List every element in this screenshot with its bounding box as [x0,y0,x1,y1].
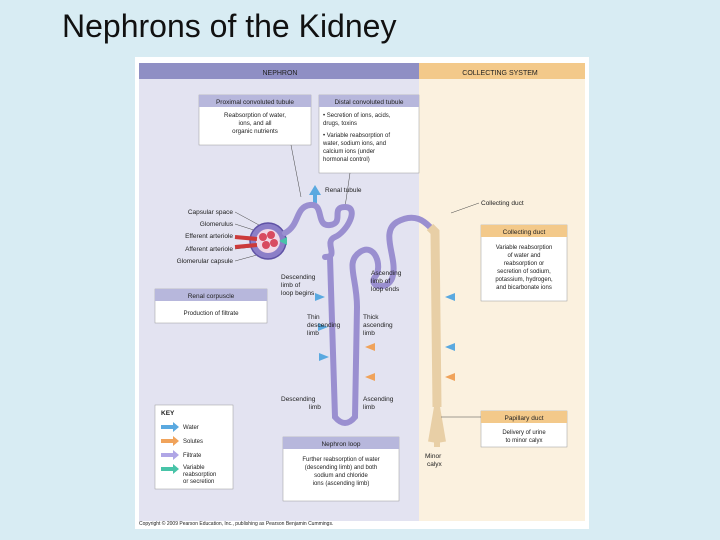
key-solutes: Solutes [183,439,203,445]
pct-line-3: organic nutrients [232,128,278,135]
collecting-duct [426,223,442,408]
dct-line-6: hormonal control) [323,157,370,163]
loop-line-2: (descending limb) and both [305,465,377,471]
pct-line-2: ions, and all [238,120,271,127]
dct-title: Distal convoluted tubule [334,99,403,106]
key-filtrate: Filtrate [183,453,202,459]
nephron-header-text: NEPHRON [262,70,297,77]
renal-corpuscle-box: Renal corpuscle Production of filtrate [154,288,268,324]
label-glomerular-capsule: Glomerular capsule [177,258,234,265]
nephron-diagram: NEPHRON COLLECTING SYSTEM Proximal convo… [139,63,585,527]
key-title: KEY [161,410,175,417]
label-efferent-arteriole: Efferent arteriole [185,233,233,240]
key-filtrate-icon [161,450,179,460]
papillary-title: Papillary duct [504,415,543,422]
label-capsular-space: Capsular space [188,209,234,216]
label-thin-1: Thin [307,314,320,321]
key-water: Water [183,425,199,431]
dct-line-4: water, sodium ions, and [322,141,386,147]
label-minor-calyx-2: calyx [427,461,443,468]
renal-corpuscle-title: Renal corpuscle [188,293,235,300]
cd-line-1: Variable reabsorption [496,245,553,251]
label-ascending-ends-1: Ascending [371,270,402,277]
label-afferent-arteriole: Afferent arteriole [185,246,233,253]
loop-title: Nephron loop [321,441,360,448]
label-asc-bottom-2: limb [363,404,375,411]
label-asc-bottom-1: Ascending [363,396,394,403]
key-solutes-icon [161,436,179,446]
label-thick-2: ascending [363,322,393,329]
proximal-tubule [282,202,355,260]
label-desc-bottom-2: limb [309,404,321,411]
cd-line-5: potassium, hydrogen, [495,277,553,283]
slide-title: Nephrons of the Kidney [62,8,397,44]
dct-box: Distal convoluted tubule • Secretion of … [318,94,420,174]
pct-line-1: Reabsorption of water, [224,112,286,119]
papillary-line-2: to minor calyx [505,438,542,444]
loop-line-3: sodium and chloride [314,473,368,479]
label-renal-tubule: Renal tubule [325,187,362,194]
key-variable-3: or secretion [183,479,214,485]
dct-line-3: • Variable reabsorption of [323,133,390,139]
label-ascending-ends-2: limb of [371,278,390,285]
loop-line-4: ions (ascending limb) [313,481,370,487]
dct-line-5: calcium ions (under [323,149,375,155]
flow-arrows [315,293,455,381]
key-variable-2: reabsorption [183,472,216,478]
label-descending-begins-1: Descending [281,274,316,281]
label-glomerulus: Glomerulus [200,221,234,228]
nephron-header [139,63,419,79]
collecting-duct-box: Collecting duct Variable reabsorption of… [480,224,568,302]
key-variable-icon [161,464,179,474]
label-thick-1: Thick [363,314,379,321]
pct-title: Proximal convoluted tubule [216,99,294,106]
pct-box: Proximal convoluted tubule Reabsorption … [198,94,312,146]
collecting-header-text: COLLECTING SYSTEM [462,70,538,77]
papillary-line-1: Delivery of urine [502,430,546,436]
dct-line-1: • Secretion of ions, acids, [323,113,391,119]
label-desc-bottom-1: Descending [281,396,316,403]
label-thin-2: descending [307,322,341,329]
papillary-duct [428,406,446,447]
cd-line-6: and bicarbonate ions [496,285,552,291]
nephron-figure: NEPHRON COLLECTING SYSTEM Proximal convo… [135,57,589,529]
cd-line-2: of water and [507,253,540,259]
key-box: KEY Water Solutes Filtrate Variable reab… [154,404,234,490]
collecting-header [419,63,585,79]
distal-tubule [349,214,433,310]
label-minor-calyx-1: Minor [425,453,442,460]
label-descending-begins-3: loop begins [281,290,315,297]
loop-line-1: Further reabsorption of water [302,457,379,463]
loop-labels: Descending limb of loop begins Ascending… [281,200,524,468]
nephron-loop [327,256,360,426]
label-thick-3: limb [363,330,375,337]
dct-line-2: drugs, toxins [323,121,357,127]
key-variable-1: Variable [183,465,205,471]
cd-title: Collecting duct [503,229,546,236]
cd-line-4: secretion of sodium, [497,269,551,275]
renal-tubule-arrow [309,185,321,195]
renal-corpuscle-body: Production of filtrate [183,310,239,317]
label-descending-begins-2: limb of [281,282,300,289]
copyright: Copyright © 2009 Pearson Education, Inc.… [139,520,333,527]
label-collecting-duct: Collecting duct [481,200,524,207]
key-water-icon [161,422,179,432]
pct-leader [290,144,302,198]
label-ascending-ends-3: loop ends [371,286,400,293]
papillary-duct-box: Papillary duct Delivery of urine to mino… [441,410,568,448]
cd-line-3: reabsorption or [504,261,544,267]
label-thin-3: limb [307,330,319,337]
nephron-loop-box: Nephron loop Further reabsorption of wat… [282,436,400,502]
renal-corpuscle [234,222,287,260]
dct-leader [344,172,351,208]
